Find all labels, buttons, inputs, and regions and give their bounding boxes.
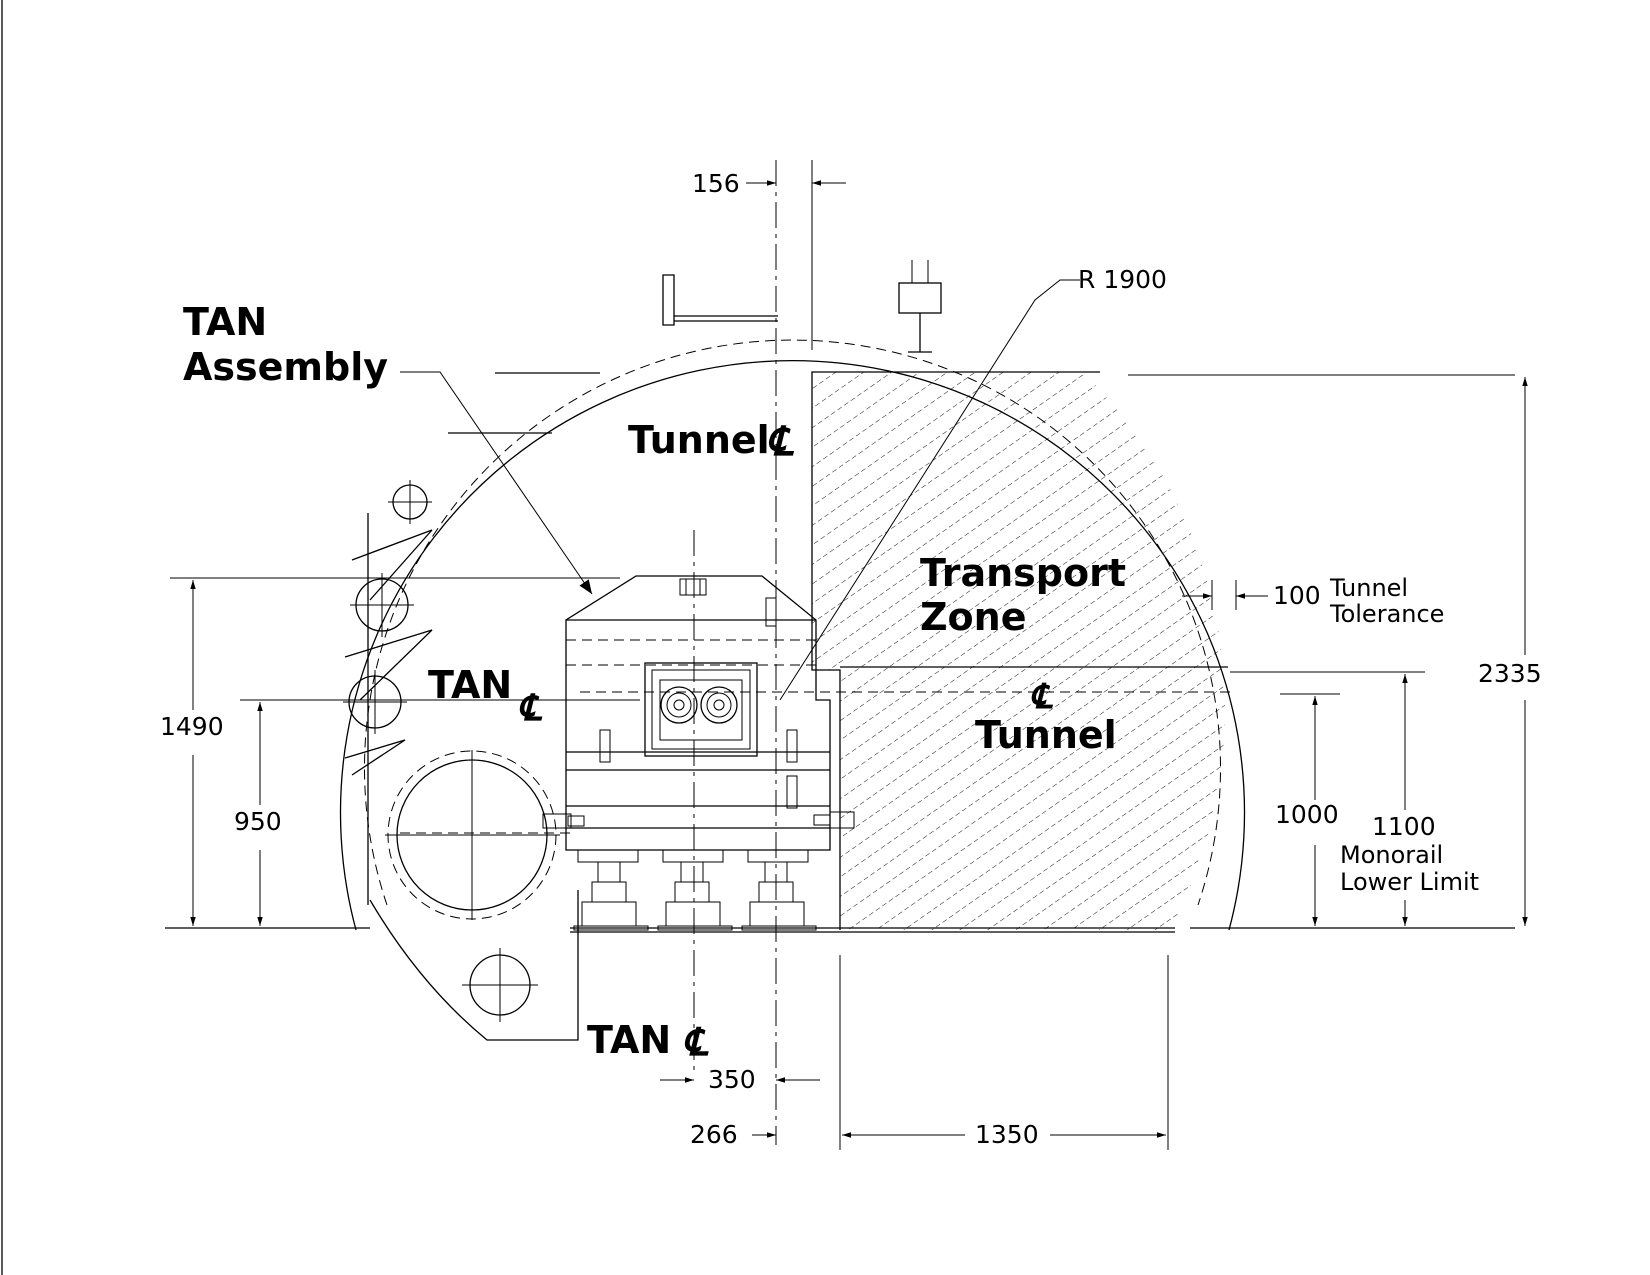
tunnel-tolerance-line2: Tolerance	[1329, 600, 1444, 628]
left-wall-services	[343, 480, 560, 1022]
tan-assembly-label-line2: Assembly	[183, 345, 388, 389]
dim-266: 266	[690, 1120, 738, 1149]
tan-assembly	[542, 575, 855, 931]
centerline-symbol-mid: ℄	[518, 687, 543, 729]
tunnel-centerline-right-label: Tunnel	[975, 713, 1117, 757]
monorail-line1: Monorail	[1340, 841, 1443, 869]
dim-1100: 1100	[1372, 812, 1436, 841]
dim-156: 156	[692, 169, 740, 198]
centerline-symbol-right: ℄	[1030, 677, 1054, 717]
tunnel-tolerance-line1: Tunnel	[1329, 574, 1408, 602]
dimension-lines	[170, 180, 1528, 1150]
upper-fixtures	[448, 260, 942, 434]
tan-centerline-mid-label: TAN	[428, 663, 512, 707]
monorail-line2: Lower Limit	[1340, 868, 1479, 896]
dim-r1900: R 1900	[1078, 265, 1167, 294]
centerline-symbol-top: ℄	[767, 418, 795, 465]
dim-2335: 2335	[1478, 659, 1542, 688]
transport-zone-label-line1: Transport	[920, 551, 1126, 595]
dim-950: 950	[234, 807, 282, 836]
dim-1490: 1490	[160, 712, 224, 741]
tan-assembly-label-line1: TAN	[183, 300, 267, 344]
dim-1000: 1000	[1275, 800, 1339, 829]
leader-lines	[400, 279, 1080, 701]
tunnel-centerline-top-label: Tunnel	[628, 418, 770, 462]
transport-zone-label-line2: Zone	[920, 595, 1027, 639]
dim-1350: 1350	[975, 1120, 1039, 1149]
tan-centerline-bottom-label: TAN	[587, 1018, 671, 1062]
transport-zone	[811, 371, 1228, 930]
centerline-symbol-bottom: ℄	[683, 1019, 709, 1064]
dim-100: 100	[1273, 581, 1321, 610]
dim-350: 350	[708, 1065, 756, 1094]
